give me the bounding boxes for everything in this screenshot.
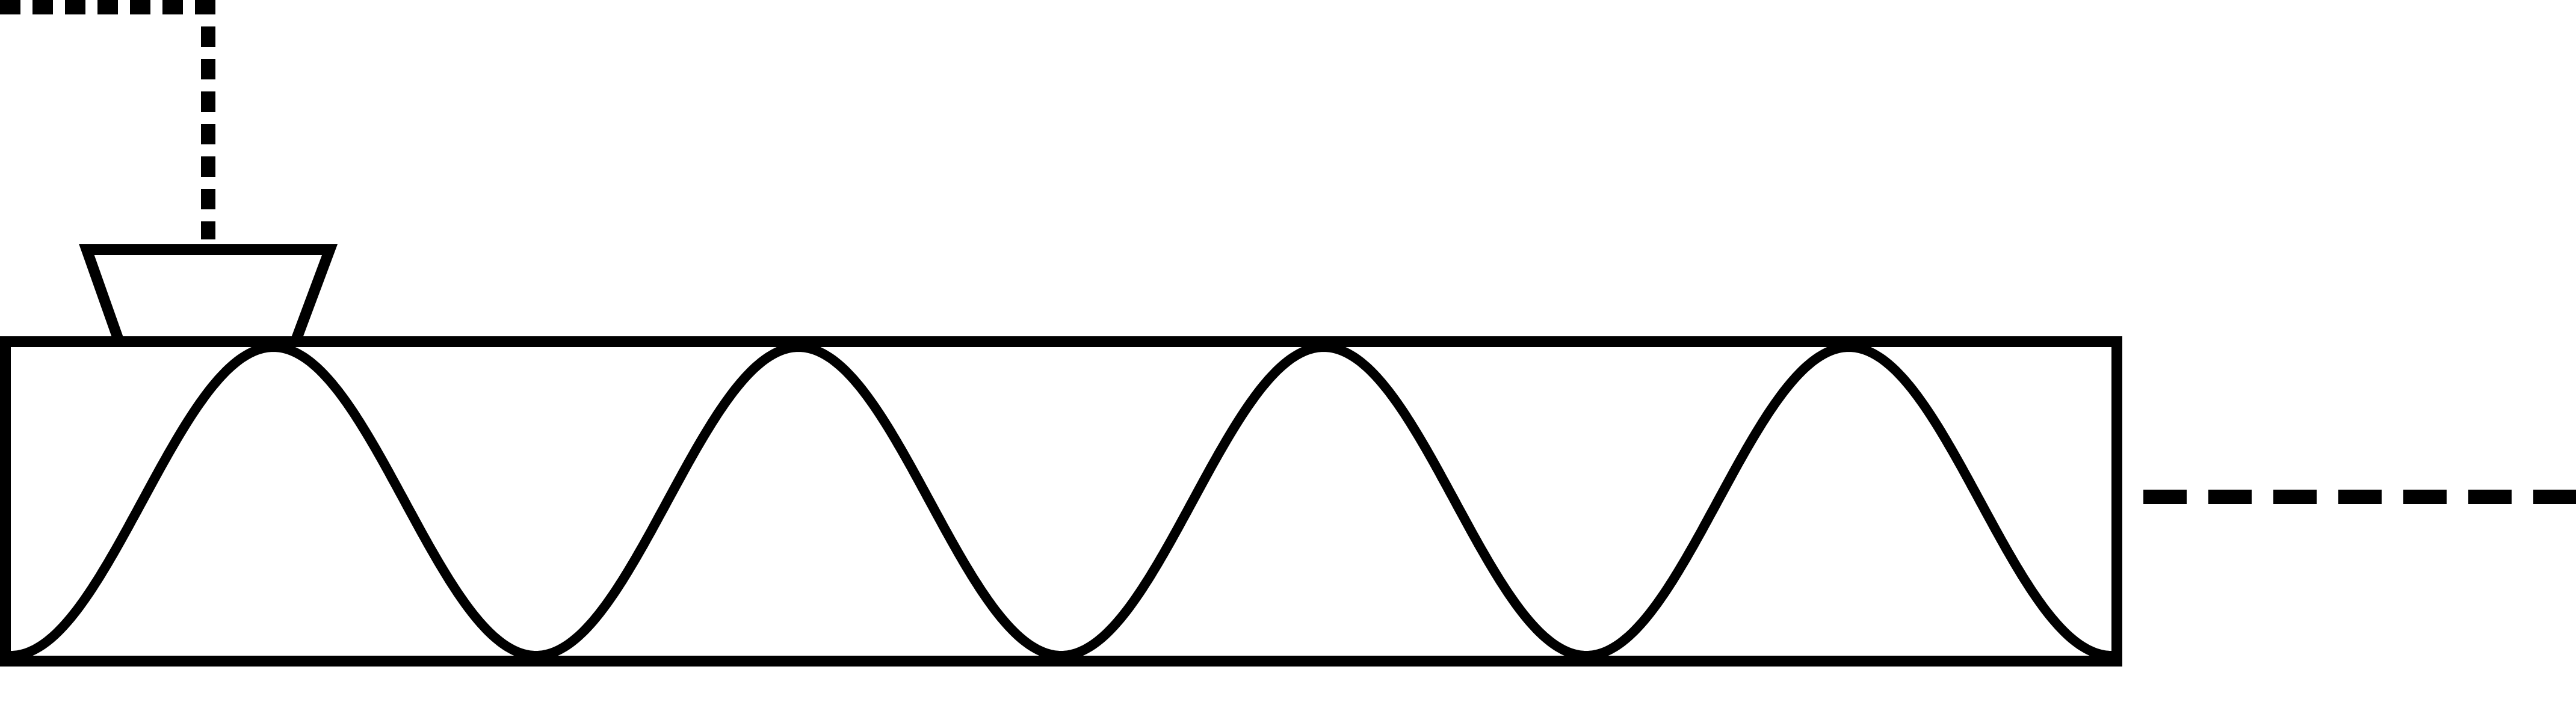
feed-line (0, 0, 215, 239)
waveguide-box (0, 336, 2122, 667)
standing-wave-curve (6, 342, 2116, 660)
horn-antenna (79, 244, 338, 344)
